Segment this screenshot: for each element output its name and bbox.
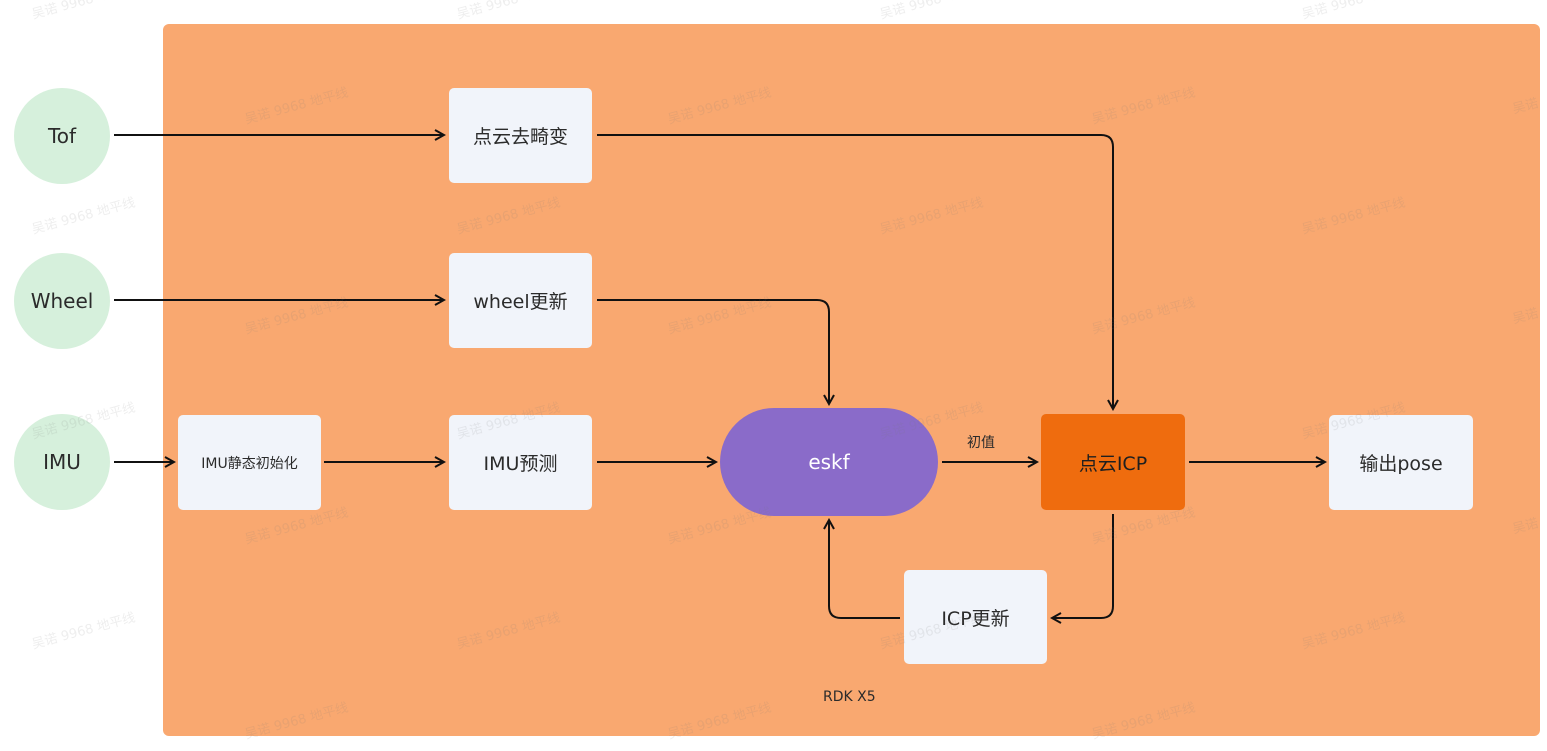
eskf-label: eskf	[808, 450, 850, 474]
tof-label: Tof	[47, 124, 77, 148]
output-pose-label: 输出pose	[1359, 453, 1443, 475]
imu-predict-label: IMU预测	[483, 453, 558, 475]
icp-update-label: ICP更新	[941, 607, 1010, 630]
imu-init-node[interactable]: IMU静态初始化	[178, 415, 321, 510]
initial-value-edge-label: 初值	[967, 435, 995, 451]
edge-icp-to-icp-update	[1052, 514, 1114, 618]
icp-label: 点云ICP	[1078, 452, 1148, 475]
wheel-label: Wheel	[30, 289, 94, 313]
imu-label: IMU	[43, 450, 81, 474]
icp-update-node[interactable]: ICP更新	[904, 570, 1047, 664]
imu-predict-node[interactable]: IMU预测	[449, 415, 592, 510]
wheel-update-label: wheel更新	[473, 291, 568, 313]
edge-undistort-to-icp	[597, 134, 1113, 409]
tof-input-node[interactable]: Tof	[14, 88, 110, 184]
container-label: RDK X5	[823, 689, 876, 705]
eskf-node[interactable]: eskf	[720, 408, 938, 516]
undistort-node[interactable]: 点云去畸变	[449, 88, 592, 183]
imu-input-node[interactable]: IMU	[14, 414, 110, 510]
wheel-update-node[interactable]: wheel更新	[449, 253, 592, 348]
edge-icp-update-to-eskf	[829, 520, 900, 619]
undistort-label: 点云去畸变	[472, 126, 568, 148]
wheel-input-node[interactable]: Wheel	[14, 253, 110, 349]
output-pose-node[interactable]: 输出pose	[1329, 415, 1473, 510]
edge-wheel-update-to-eskf	[597, 299, 829, 404]
icp-node[interactable]: 点云ICP	[1041, 414, 1185, 510]
imu-init-label: IMU静态初始化	[201, 455, 298, 472]
